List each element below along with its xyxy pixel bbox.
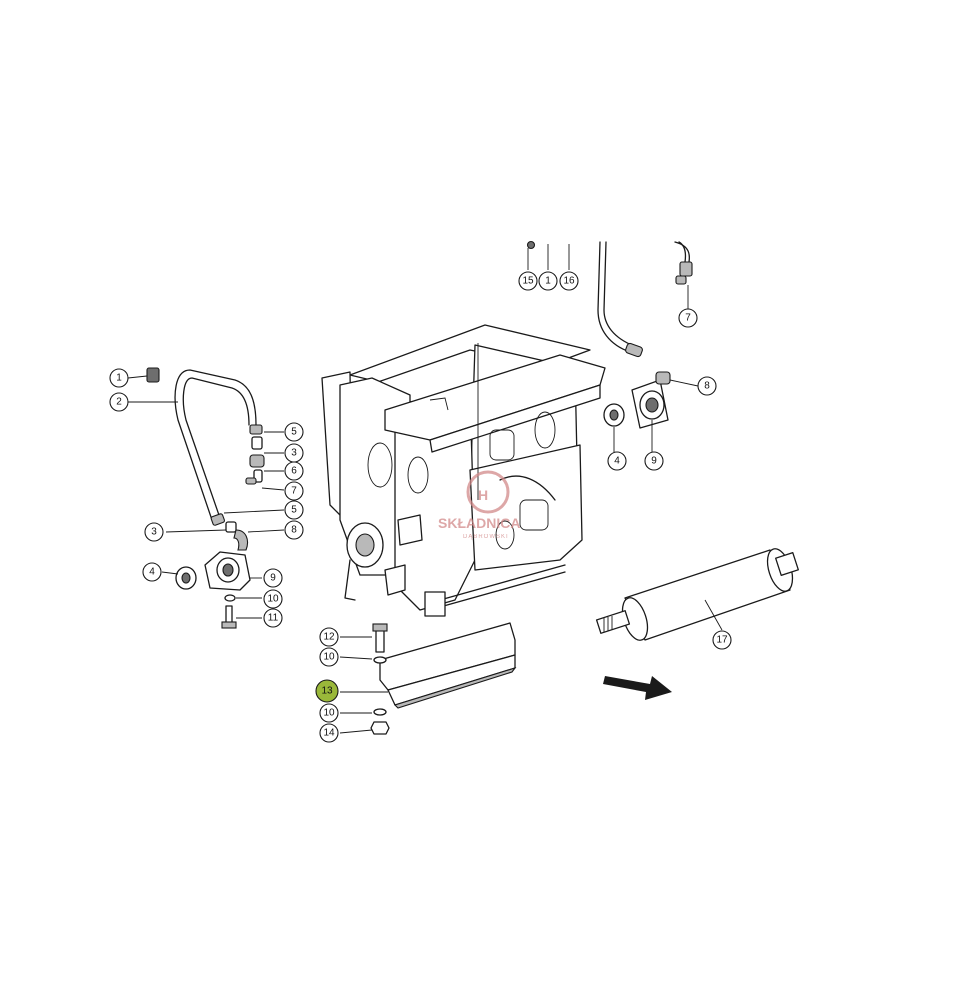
- callout-3-b: 3: [144, 522, 164, 542]
- svg-text:10: 10: [267, 594, 279, 605]
- svg-text:16: 16: [563, 276, 575, 287]
- svg-text:12: 12: [323, 632, 335, 643]
- svg-text:11: 11: [268, 613, 279, 624]
- svg-text:15: 15: [522, 276, 534, 287]
- watermark-subtitle: DĄBROWSKI: [463, 534, 509, 540]
- svg-text:10: 10: [323, 708, 335, 719]
- svg-text:5: 5: [291, 505, 297, 516]
- watermark-logo: H: [466, 470, 510, 514]
- callout-14: 14: [319, 723, 339, 743]
- callout-10-a: 10: [263, 589, 283, 609]
- svg-text:3: 3: [151, 527, 157, 538]
- callout-2: 2: [109, 392, 129, 412]
- callout-8-right: 8: [697, 376, 717, 396]
- left-hose: [127, 367, 257, 521]
- watermark-name: SKŁADNICA: [438, 515, 520, 531]
- callout-15: 15: [518, 271, 538, 291]
- main-frame-housing: [321, 324, 606, 617]
- svg-text:10: 10: [323, 652, 335, 663]
- callout-17: 17: [712, 630, 732, 650]
- callout-5-b: 5: [284, 500, 304, 520]
- svg-text:9: 9: [651, 456, 657, 467]
- svg-text:9: 9: [270, 573, 276, 584]
- svg-text:7: 7: [685, 313, 691, 324]
- left-bearing-assembly: [161, 551, 262, 629]
- right-hose: [597, 241, 693, 358]
- callout-11: 11: [263, 608, 283, 628]
- bottom-bracket: [339, 622, 517, 735]
- svg-text:8: 8: [291, 525, 297, 536]
- svg-text:3: 3: [291, 448, 297, 459]
- svg-text:8: 8: [704, 381, 710, 392]
- svg-text:7: 7: [291, 486, 297, 497]
- callout-9-right: 9: [644, 451, 664, 471]
- callout-8-left: 8: [284, 520, 304, 540]
- svg-text:2: 2: [116, 397, 122, 408]
- top-small-parts: [526, 240, 570, 270]
- drive-shaft: [595, 548, 799, 641]
- callout-1-top: 1: [538, 271, 558, 291]
- callout-1-left: 1: [109, 368, 129, 388]
- callout-5-a: 5: [284, 422, 304, 442]
- callout-4-left: 4: [142, 562, 162, 582]
- callout-13-highlighted: 13: [315, 679, 339, 703]
- callout-7-top: 7: [678, 308, 698, 328]
- callout-12: 12: [319, 627, 339, 647]
- svg-text:1: 1: [116, 373, 122, 384]
- callout-7-left: 7: [284, 481, 304, 501]
- callout-10-c: 10: [319, 703, 339, 723]
- svg-text:14: 14: [323, 728, 335, 739]
- callout-4-right: 4: [607, 451, 627, 471]
- svg-text:1: 1: [545, 276, 551, 287]
- svg-text:6: 6: [291, 466, 297, 477]
- left-fittings: [245, 424, 285, 491]
- direction-arrow: [603, 676, 672, 700]
- svg-text:17: 17: [716, 635, 728, 646]
- svg-text:4: 4: [149, 567, 155, 578]
- callout-9-left: 9: [263, 568, 283, 588]
- svg-text:5: 5: [291, 427, 297, 438]
- callout-3-a: 3: [284, 443, 304, 463]
- left-elbow-fittings: [165, 509, 285, 551]
- callout-16: 16: [559, 271, 579, 291]
- svg-text:H: H: [478, 487, 488, 503]
- svg-text:4: 4: [614, 456, 620, 467]
- callout-6: 6: [284, 461, 304, 481]
- svg-text:13: 13: [321, 686, 333, 697]
- callout-10-b: 10: [319, 647, 339, 667]
- right-bearing-assembly: [603, 371, 699, 452]
